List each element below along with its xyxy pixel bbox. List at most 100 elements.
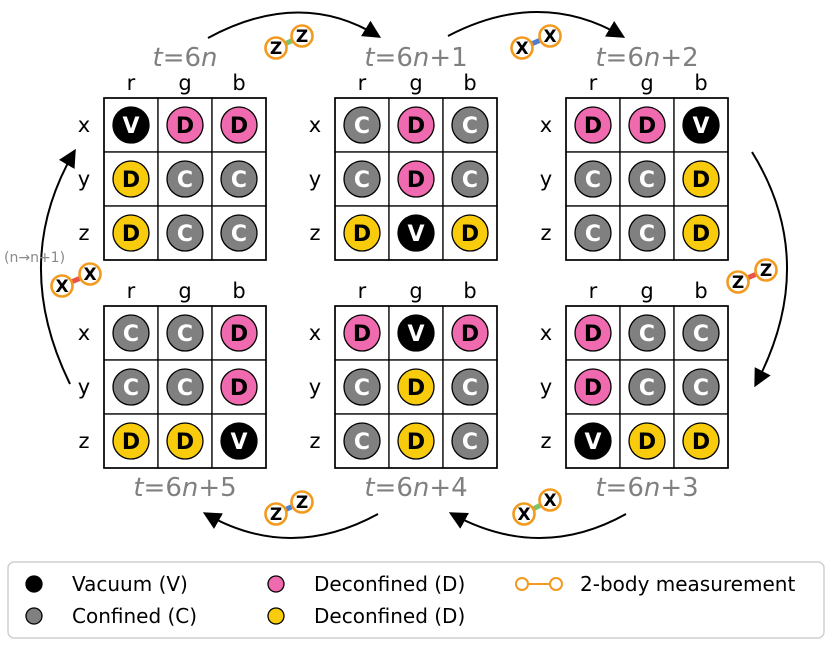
cell-zb: C	[211, 205, 267, 261]
row-label-x: x	[309, 321, 321, 345]
measurement-marker-0: ZZ	[264, 24, 314, 60]
cell-xb: V	[673, 97, 729, 153]
state-letter: C	[462, 168, 478, 193]
state-dot	[166, 422, 204, 460]
arrow-t0-to-t1	[207, 11, 382, 39]
state-letter: D	[692, 222, 710, 247]
cell-xr: D	[565, 97, 621, 153]
state-letter: D	[230, 322, 248, 347]
legend-label: Confined (C)	[72, 604, 197, 628]
measurement-node	[290, 24, 314, 48]
col-label-b: b	[232, 279, 245, 303]
cell-yr: D	[565, 359, 621, 415]
measurement-node	[754, 258, 778, 282]
state-dot	[166, 214, 204, 252]
state-letter: C	[462, 376, 478, 401]
state-dot	[397, 314, 435, 352]
state-dot	[682, 422, 720, 460]
state-letter: C	[693, 322, 709, 347]
state-dot	[628, 160, 666, 198]
row-label-z: z	[540, 221, 551, 245]
state-letter: C	[123, 322, 139, 347]
time-label: t=6n	[152, 43, 217, 73]
measurement-node	[290, 490, 314, 514]
state-dot	[220, 214, 258, 252]
row-label-y: y	[78, 167, 90, 191]
state-dot	[574, 314, 612, 352]
state-dot	[112, 160, 150, 198]
state-letter: D	[638, 114, 656, 139]
cell-yr: D	[103, 151, 159, 207]
state-letter: D	[176, 430, 194, 455]
state-dot	[451, 422, 489, 460]
state-dot	[220, 160, 258, 198]
cell-xb: C	[673, 305, 729, 361]
row-label-x: x	[540, 321, 552, 345]
state-dot	[397, 368, 435, 406]
cell-zb: D	[673, 205, 729, 261]
cell-yg: D	[388, 359, 444, 415]
measurement-letter: X	[55, 277, 68, 297]
measurement-letter: X	[515, 39, 528, 59]
measurement-letter: X	[543, 27, 556, 47]
col-label-g: g	[409, 279, 422, 303]
cell-zg: D	[157, 413, 213, 469]
cell-xb: D	[442, 305, 498, 361]
row-label-z: z	[78, 429, 89, 453]
state-dot	[112, 368, 150, 406]
state-dot	[682, 214, 720, 252]
state-dot	[682, 106, 720, 144]
time-label: t=6n+5	[133, 473, 236, 503]
cell-xg: V	[388, 305, 444, 361]
cell-zg: C	[619, 205, 675, 261]
state-letter: D	[230, 114, 248, 139]
cell-yb: C	[442, 359, 498, 415]
state-letter: D	[692, 168, 710, 193]
cell-xg: D	[157, 97, 213, 153]
state-letter: D	[176, 114, 194, 139]
state-dot	[574, 106, 612, 144]
cell-yr: C	[334, 359, 390, 415]
state-letter: D	[230, 376, 248, 401]
bond-red	[70, 275, 82, 285]
state-letter: C	[354, 168, 370, 193]
col-label-r: r	[589, 279, 598, 303]
measurement-marker-1: XX	[510, 24, 562, 60]
legend-label: Deconfined (D)	[314, 604, 465, 628]
col-label-b: b	[232, 71, 245, 95]
measurement-node	[50, 274, 74, 298]
state-letter: C	[639, 222, 655, 247]
col-label-g: g	[178, 279, 191, 303]
row-label-z: z	[540, 429, 551, 453]
cell-zg: V	[388, 205, 444, 261]
col-label-g: g	[409, 71, 422, 95]
legend-item-pink: Deconfined (D)	[267, 572, 465, 596]
legend-node-icon	[549, 577, 563, 591]
row-label-x: x	[78, 321, 90, 345]
cell-yr: C	[565, 151, 621, 207]
col-label-g: g	[640, 71, 653, 95]
col-label-r: r	[358, 279, 367, 303]
state-letter: D	[584, 376, 602, 401]
cell-xr: V	[103, 97, 159, 153]
legend-item-vacuum: Vacuum (V)	[25, 572, 188, 596]
state-dot	[112, 314, 150, 352]
col-label-b: b	[694, 71, 707, 95]
state-letter: C	[585, 222, 601, 247]
measurement-letter: X	[83, 265, 96, 285]
cell-xr: C	[103, 305, 159, 361]
col-label-r: r	[358, 71, 367, 95]
row-label-x: x	[540, 113, 552, 137]
cell-xr: C	[334, 97, 390, 153]
legend-swatch	[267, 607, 285, 625]
col-label-r: r	[589, 71, 598, 95]
measurement-marker-5: XX	[50, 262, 102, 298]
measurement-node	[538, 488, 562, 512]
cell-yr: C	[334, 151, 390, 207]
state-letter: C	[462, 430, 478, 455]
state-dot	[682, 368, 720, 406]
state-letter: C	[354, 114, 370, 139]
